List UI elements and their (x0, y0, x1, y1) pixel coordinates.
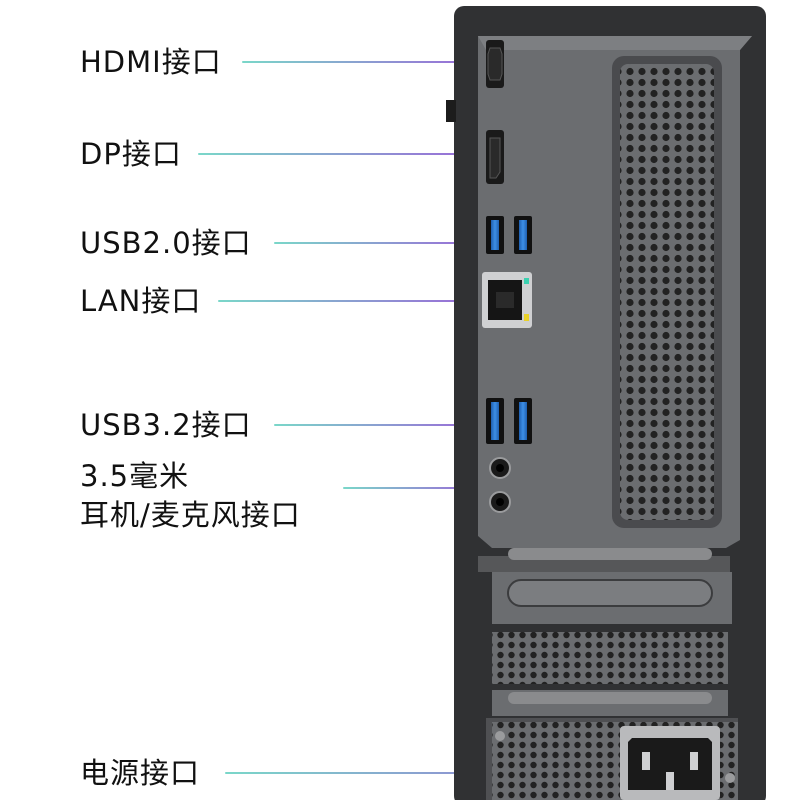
hdmi-port-label: HDMI接口 (80, 45, 222, 79)
usb20-ports (486, 216, 532, 254)
audio-leader-line (343, 487, 474, 489)
hdmi-leader-line (242, 61, 474, 63)
dp-port (486, 130, 504, 184)
lan-port (482, 272, 532, 328)
power-port-label: 电源接口 (80, 756, 201, 790)
usb20-leader-line (274, 242, 474, 244)
dp-port-label: DP接口 (80, 137, 182, 171)
lan-leader-line (218, 300, 474, 302)
power-socket (620, 726, 720, 800)
power-leader-line (225, 772, 620, 774)
expansion-slots (478, 548, 732, 716)
usb20-port-label: USB2.0接口 (80, 226, 252, 260)
usb32-ports (486, 398, 532, 444)
dp-leader-line (198, 153, 474, 155)
lan-port-label: LAN接口 (80, 284, 202, 318)
usb32-port-label: USB3.2接口 (80, 408, 252, 442)
audio-port-label-line2: 耳机/麦克风接口 (80, 498, 301, 532)
audio-jacks (489, 457, 511, 513)
usb32-leader-line (274, 424, 474, 426)
hdmi-port (486, 40, 504, 88)
audio-port-label-line1: 3.5毫米 (80, 459, 190, 493)
